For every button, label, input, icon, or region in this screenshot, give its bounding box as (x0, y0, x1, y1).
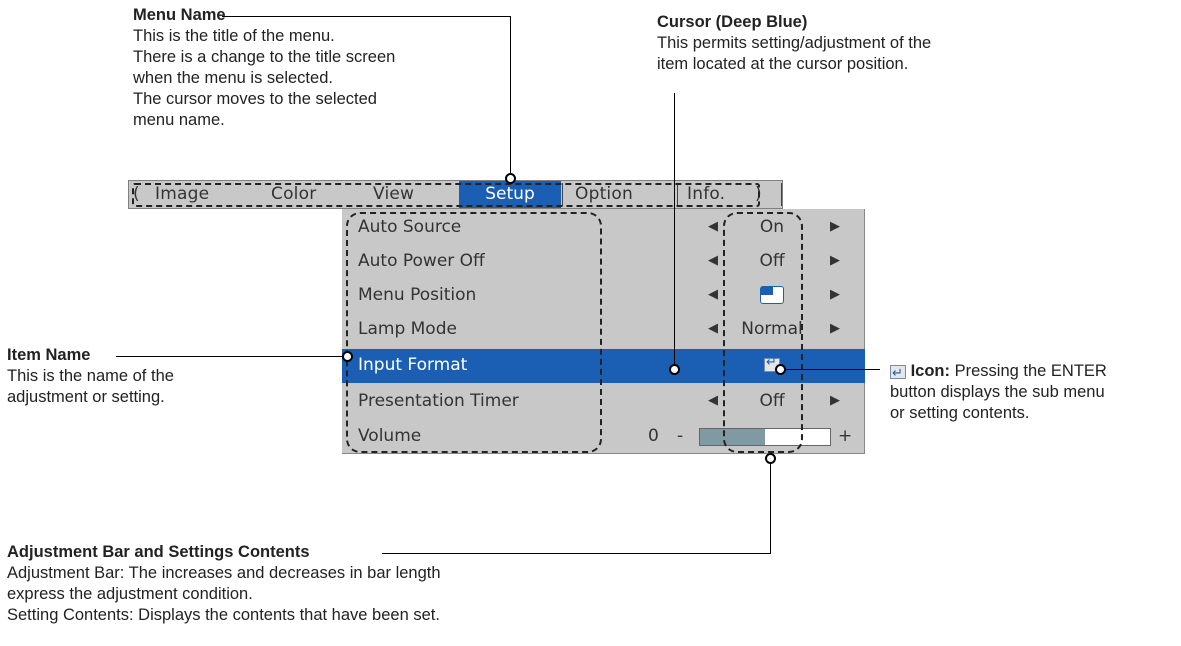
menu-item-value: Normal (741, 319, 803, 339)
menu-name-highlight (132, 183, 760, 207)
annotation-line: when the menu is selected. (133, 69, 333, 87)
menu-item-auto-power-off[interactable]: Auto Power Off ◀ Off ▶ (342, 245, 865, 279)
leader-dot (505, 173, 516, 184)
tab-divider (677, 183, 678, 206)
setup-menu-panel: Auto Source ◀ On ▶ Auto Power Off ◀ Off … (342, 209, 865, 454)
right-arrow-icon[interactable]: ▶ (830, 287, 840, 302)
leader-line (510, 16, 511, 176)
menu-item-label: Auto Power Off (358, 251, 485, 271)
menu-item-value: On (759, 217, 785, 237)
menu-position-icon (760, 286, 784, 304)
left-arrow-icon[interactable]: ◀ (708, 393, 718, 408)
leader-dot (775, 364, 786, 375)
leader-line (382, 553, 771, 554)
right-arrow-icon[interactable]: ▶ (830, 253, 840, 268)
menu-item-label: Presentation Timer (358, 391, 519, 411)
menu-item-value: Off (759, 251, 785, 271)
annotation-line: menu name. (133, 111, 225, 129)
icon-annotation: Icon: Pressing the ENTER button displays… (890, 361, 1107, 424)
annotation-line: express the adjustment condition. (7, 585, 253, 603)
menu-item-value (730, 285, 814, 305)
annotation-line: or setting contents. (890, 404, 1030, 422)
annotation-line: Adjustment Bar: The increases and decrea… (7, 564, 441, 582)
annotation-line: button displays the sub menu (890, 383, 1105, 401)
menu-item-label: Auto Source (358, 217, 462, 237)
tab-color[interactable]: Color (271, 184, 317, 204)
annotation-line: This is the title of the menu. (133, 27, 335, 45)
menu-item-label: Menu Position (358, 285, 477, 305)
left-arrow-icon[interactable]: ◀ (708, 219, 718, 234)
annotation-line: item located at the cursor position. (657, 55, 909, 73)
item-name-highlight (346, 212, 602, 453)
leader-line (674, 93, 675, 368)
leader-dot (765, 453, 776, 464)
leader-dot (342, 351, 353, 362)
leader-line (770, 458, 771, 554)
menu-item-input-format[interactable]: Input Format (342, 349, 865, 383)
left-arrow-icon[interactable]: ◀ (708, 321, 718, 336)
tab-setup[interactable]: Setup (459, 181, 561, 208)
leader-line (780, 369, 880, 370)
right-arrow-icon[interactable]: ▶ (830, 219, 840, 234)
volume-plus: + (838, 426, 853, 446)
cursor-annotation: Cursor (Deep Blue) This permits setting/… (657, 12, 931, 75)
adjustment-bar-annotation: Adjustment Bar and Settings Contents Adj… (7, 542, 441, 626)
item-name-annotation: Item Name This is the name of the adjust… (7, 345, 174, 408)
leader-line (116, 356, 348, 357)
tab-bracket-left: ( (133, 184, 140, 204)
menu-item-value: Off (759, 391, 785, 411)
leader-line (222, 16, 510, 17)
annotation-line: Pressing the ENTER (950, 362, 1107, 380)
tab-image[interactable]: Image (155, 184, 210, 204)
adjustment-bar-title: Adjustment Bar and Settings Contents (7, 543, 310, 561)
menu-item-label: Lamp Mode (358, 319, 457, 339)
volume-min-value: 0 (648, 426, 659, 446)
tab-option[interactable]: Option (575, 184, 633, 204)
icon-annotation-first-line: Icon: Pressing the ENTER (890, 361, 1107, 383)
annotation-line: This permits setting/adjustment of the (657, 34, 932, 52)
menu-item-lamp-mode[interactable]: Lamp Mode ◀ Normal ▶ (342, 313, 865, 347)
menu-item-presentation-timer[interactable]: Presentation Timer ◀ Off ▶ (342, 385, 865, 419)
annotation-line: The cursor moves to the selected (133, 90, 377, 108)
menu-name-annotation: Menu Name This is the title of the menu.… (133, 5, 395, 131)
tab-divider (562, 183, 563, 206)
menu-item-auto-source[interactable]: Auto Source ◀ On ▶ (342, 211, 865, 245)
annotation-line: This is the name of the (7, 367, 174, 385)
tab-view[interactable]: View (373, 184, 415, 204)
menu-item-menu-position[interactable]: Menu Position ◀ ▶ (342, 279, 865, 313)
menu-name-title: Menu Name (133, 6, 226, 24)
menu-item-label: Volume (358, 426, 422, 446)
tab-info[interactable]: Info. (687, 184, 726, 204)
annotation-line: adjustment or setting. (7, 388, 165, 406)
volume-minus: - (677, 426, 684, 446)
left-arrow-icon[interactable]: ◀ (708, 287, 718, 302)
icon-title: Icon: (910, 362, 951, 380)
annotation-line: Setting Contents: Displays the contents … (7, 606, 440, 624)
enter-icon (890, 362, 906, 383)
right-arrow-icon[interactable]: ▶ (830, 321, 840, 336)
leader-dot (669, 364, 680, 375)
volume-bar-fill (700, 429, 765, 445)
item-name-title: Item Name (7, 346, 91, 364)
right-arrow-icon[interactable]: ▶ (830, 393, 840, 408)
cursor-title: Cursor (Deep Blue) (657, 13, 808, 31)
menu-item-label: Input Format (358, 355, 468, 375)
left-arrow-icon[interactable]: ◀ (708, 253, 718, 268)
annotation-line: There is a change to the title screen (133, 48, 396, 66)
setting-contents-highlight (723, 212, 803, 453)
tab-divider (781, 183, 782, 206)
